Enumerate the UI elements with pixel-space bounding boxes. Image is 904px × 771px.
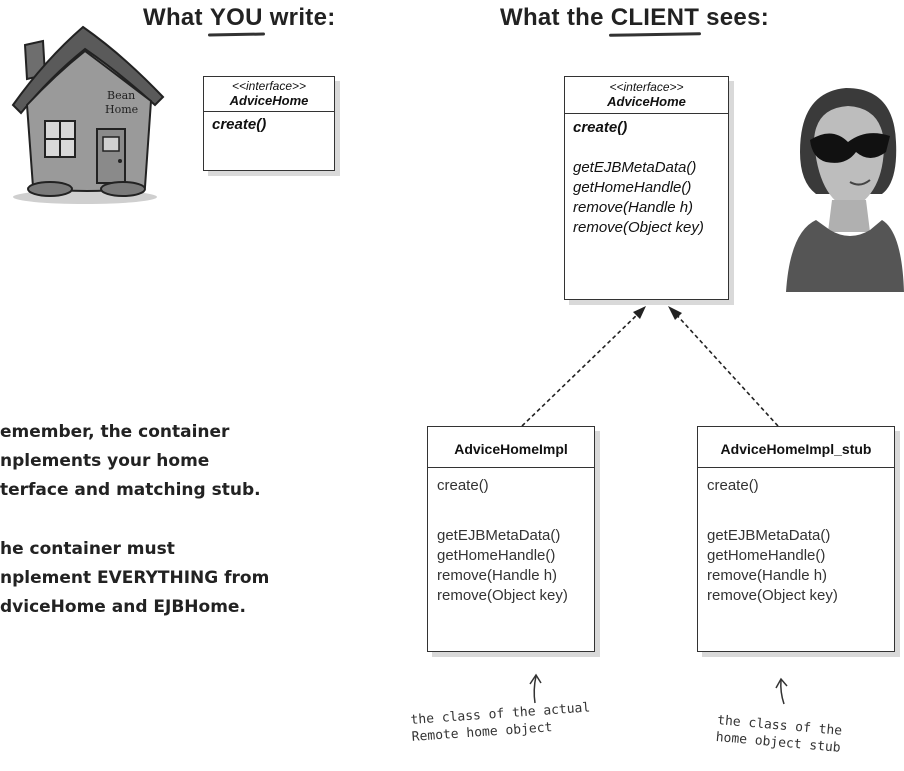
impl-class-name: AdviceHomeImpl: [428, 427, 594, 468]
stub-annotation: the class of the home object stub: [715, 712, 843, 757]
impl-method: getHomeHandle(): [437, 547, 556, 564]
stub-method: remove(Object key): [707, 587, 838, 604]
heading-left-post: write:: [262, 4, 336, 31]
client-interface-name: AdviceHome: [607, 94, 686, 109]
remember-line: dviceHome and EJBHome.: [0, 597, 246, 617]
stub-note-arrow-icon: [780, 679, 785, 705]
written-interface-name: AdviceHome: [229, 93, 309, 108]
impl-method: create(): [437, 477, 489, 494]
stub-realization-line: [673, 311, 779, 427]
house-sign-line1: Bean: [107, 89, 135, 102]
written-interface-stereotype: <<interface>>: [231, 79, 307, 93]
stub-arrowhead: [668, 306, 682, 320]
impl-realization-line: [521, 311, 641, 427]
heading-what-you-write: What YOU write:: [143, 4, 336, 32]
written-interface-box: <<interface>> AdviceHome create(): [203, 76, 335, 171]
stub-method: getHomeHandle(): [707, 547, 826, 564]
impl-method: remove(Object key): [437, 587, 568, 604]
client-photo: [786, 88, 904, 292]
stub-class-name: AdviceHomeImpl_stub: [698, 427, 894, 468]
client-interface-primary-method: create(): [573, 119, 628, 136]
stub-method: remove(Handle h): [707, 567, 828, 584]
impl-method: getEJBMetaData(): [437, 527, 561, 544]
client-interface-stereotype: <<interface>>: [609, 80, 684, 94]
heading-right-emphasis: CLIENT: [610, 4, 700, 31]
heading-right-pre: What the: [500, 4, 611, 31]
stub-class-box: AdviceHomeImpl_stub create() getEJBMetaD…: [697, 426, 895, 652]
impl-annotation: the class of the actual Remote home obje…: [410, 699, 592, 745]
impl-class-box: AdviceHomeImpl create() getEJBMetaData()…: [427, 426, 595, 652]
remember-line: terface and matching stub.: [0, 480, 261, 500]
impl-note-arrow-icon: [533, 675, 537, 704]
remember-paragraph-1: emember, the container nplements your ho…: [0, 418, 261, 505]
remember-line: nplements your home: [0, 451, 210, 471]
client-interface-box: <<interface>> AdviceHome create() getEJB…: [564, 76, 729, 300]
heading-right-post: sees:: [699, 4, 770, 31]
inherited-method: getHomeHandle(): [573, 179, 692, 196]
remember-line: emember, the container: [0, 422, 230, 442]
inherited-method: remove(Handle h): [573, 199, 694, 216]
inherited-method: getEJBMetaData(): [573, 159, 697, 176]
client-interface-inherited-methods: getEJBMetaData() getHomeHandle() remove(…: [565, 136, 728, 238]
client-neck: [828, 200, 870, 232]
impl-arrowhead: [633, 306, 646, 319]
stub-method: create(): [707, 477, 759, 494]
remember-line: he container must: [0, 539, 175, 559]
heading-left-pre: What: [143, 4, 210, 31]
remember-line: nplement EVERYTHING from: [0, 568, 270, 588]
client-shirt: [786, 220, 904, 292]
written-interface-method: create(): [212, 116, 267, 133]
heading-left-emphasis: YOU: [209, 4, 263, 31]
house-sign-line2: Home: [105, 103, 138, 116]
sunglasses-icon: [810, 133, 890, 163]
impl-method: remove(Handle h): [437, 567, 558, 584]
heading-what-client-sees: What the CLIENT sees:: [500, 4, 769, 32]
remember-paragraph-2: he container must nplement EVERYTHING fr…: [0, 535, 269, 622]
stub-method: getEJBMetaData(): [707, 527, 831, 544]
inherited-method: remove(Object key): [573, 219, 704, 236]
bean-home-house-icon: Bean Home: [11, 25, 165, 204]
